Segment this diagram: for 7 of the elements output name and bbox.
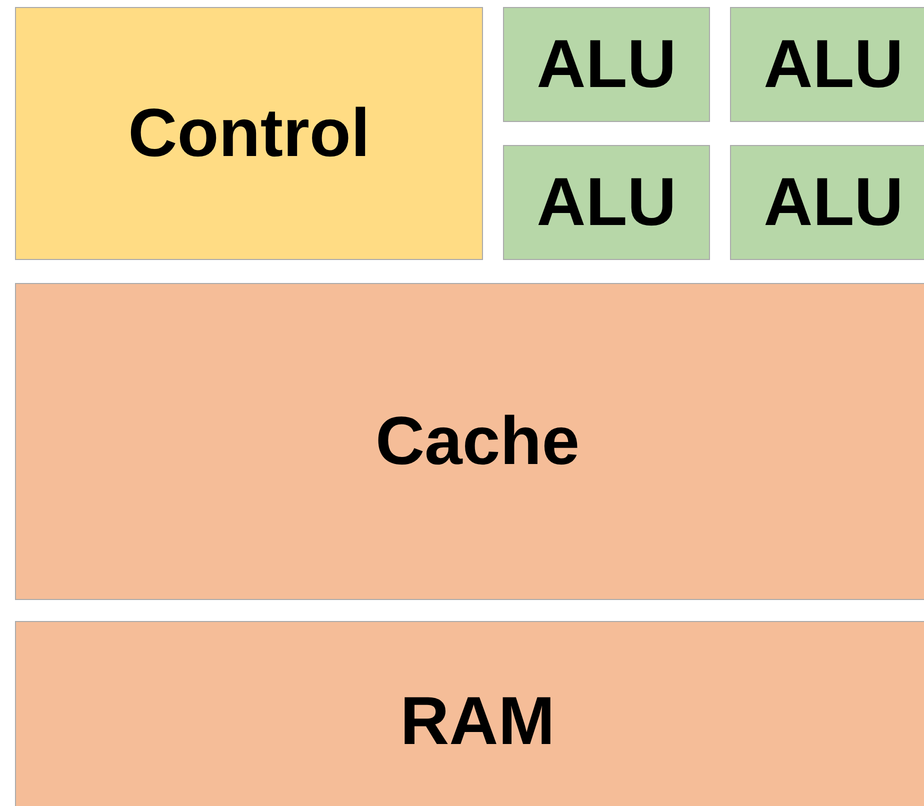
alu-block: ALU	[730, 145, 924, 260]
cache-block: Cache	[15, 283, 924, 600]
alu-block: ALU	[503, 145, 710, 260]
ram-block: RAM	[15, 621, 924, 806]
alu-block: ALU	[730, 7, 924, 122]
alu-block: ALU	[503, 7, 710, 122]
control-block: Control	[15, 7, 483, 260]
